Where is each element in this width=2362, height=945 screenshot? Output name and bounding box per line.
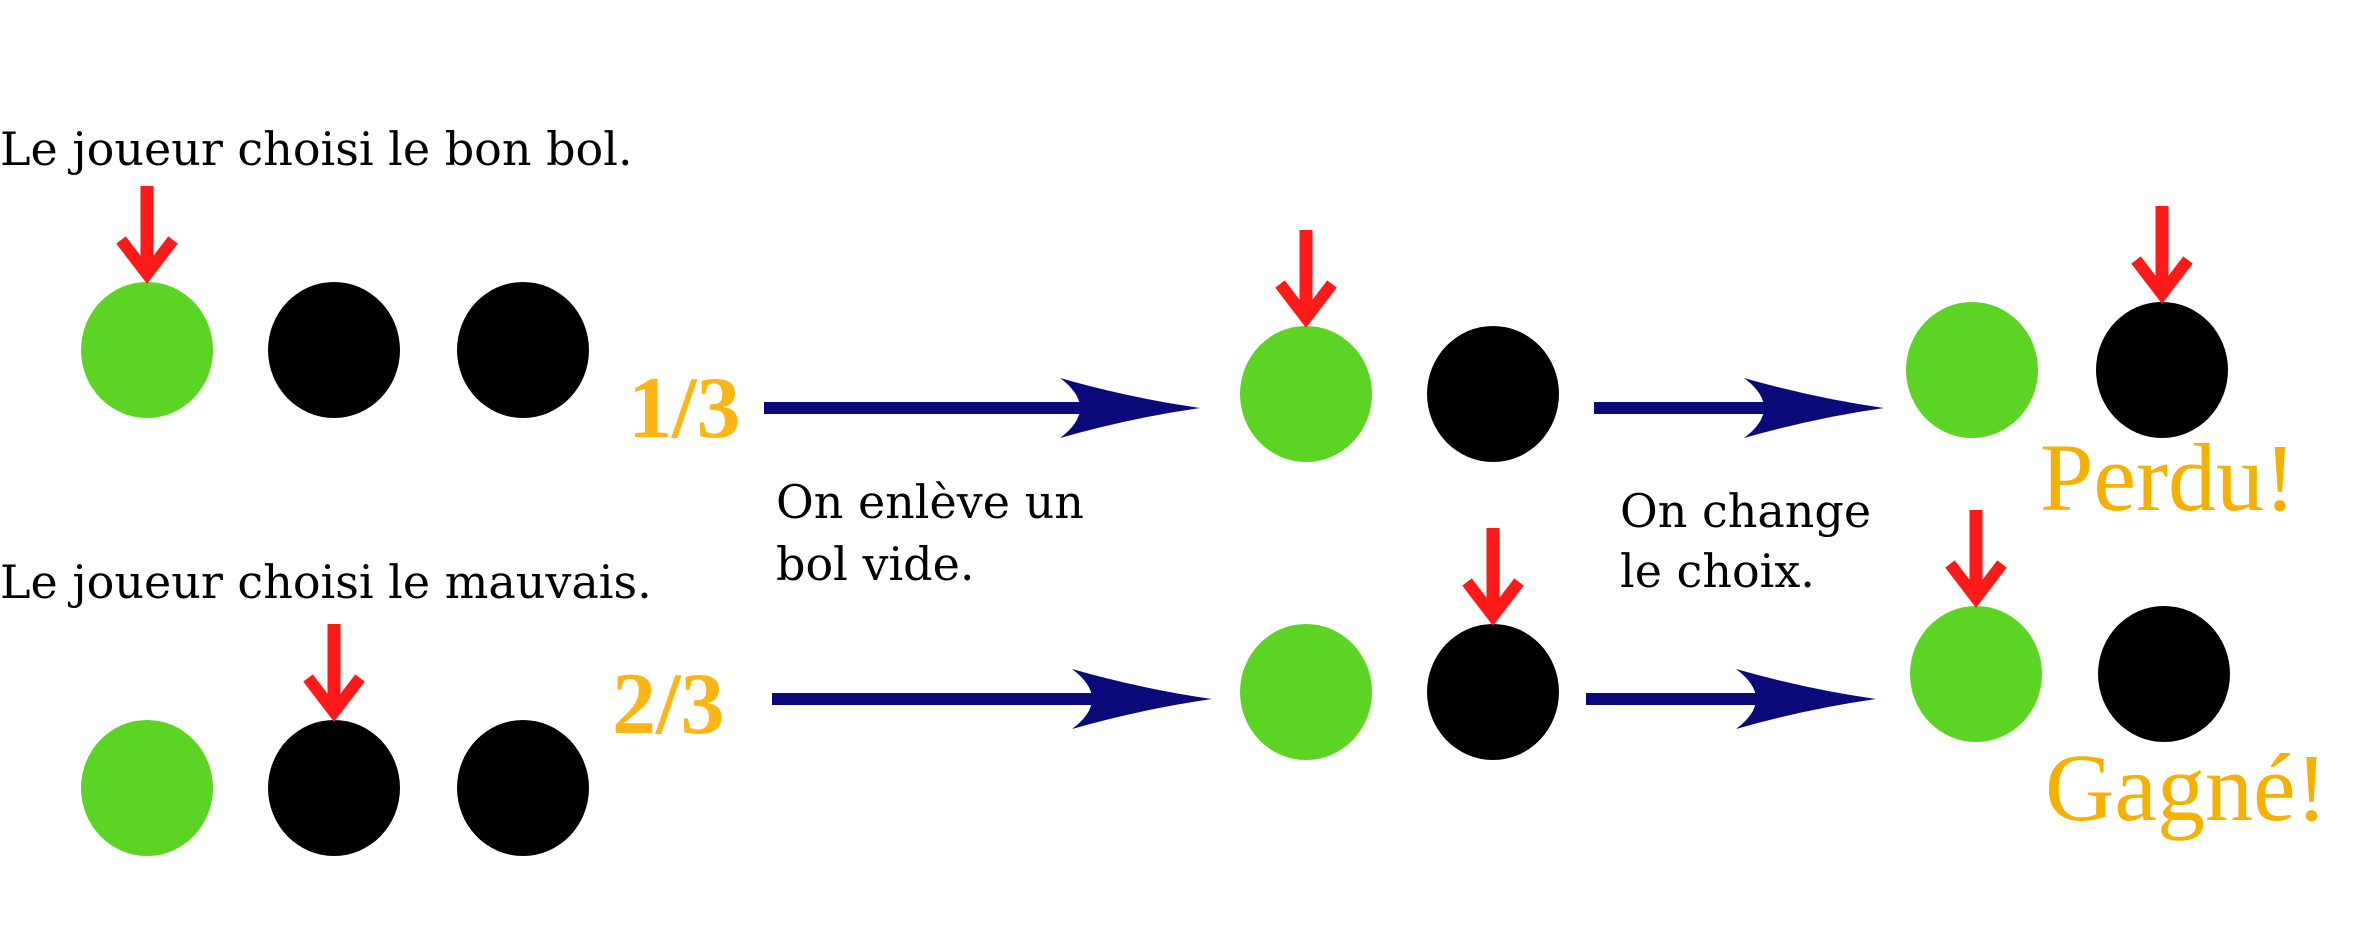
bowl-row2-after-removal-2-black — [1427, 624, 1559, 760]
row-2-switch-arrow — [1586, 669, 1876, 729]
remove-step-line-2: bol vide. — [776, 537, 974, 591]
bowl-row2-final-2-black — [2098, 606, 2230, 742]
bowl-row2-initial-3-black — [457, 720, 589, 856]
pointer-row1-final-icon — [2131, 206, 2193, 304]
bowl-row1-final-2-black — [2096, 302, 2228, 438]
bowl-row1-initial-3-black — [457, 282, 589, 418]
pointer-row2-initial-icon — [303, 624, 365, 722]
row-2-caption: Le joueur choisi le mauvais. — [0, 555, 652, 609]
row-1-remove-arrow — [764, 378, 1200, 438]
row-2-probability: 2/3 — [612, 656, 724, 753]
bowl-row2-initial-1-green — [81, 720, 213, 856]
bowl-row1-initial-1-green — [81, 282, 213, 418]
pointer-row2-final-icon — [1945, 510, 2007, 608]
row-1-result: Perdu! — [2040, 424, 2296, 531]
switch-step-line-1: On change — [1620, 484, 1871, 538]
arrows-layer — [764, 378, 1884, 729]
remove-step-line-1: On enlève un — [776, 475, 1084, 529]
bowl-row1-after-removal-2-black — [1427, 326, 1559, 462]
bowls-layer — [81, 282, 2230, 856]
row-1-switch-arrow — [1594, 378, 1884, 438]
pointers-layer — [116, 186, 2193, 722]
pointer-row1-after-removal-icon — [1275, 230, 1337, 328]
switch-step-line-2: le choix. — [1620, 544, 1815, 598]
row-2-result: Gagné! — [2045, 734, 2328, 841]
bowl-row1-after-removal-1-green — [1240, 326, 1372, 462]
bowl-row2-final-1-green — [1910, 606, 2042, 742]
bowl-row2-after-removal-1-green — [1240, 624, 1372, 760]
bowl-row2-initial-2-black — [268, 720, 400, 856]
row-1-probability: 1/3 — [628, 360, 740, 457]
bowl-row1-final-1-green — [1906, 302, 2038, 438]
row-2-remove-arrow — [772, 669, 1212, 729]
row-1-caption: Le joueur choisi le bon bol. — [0, 122, 633, 176]
pointer-row1-initial-icon — [116, 186, 178, 284]
pointer-row2-after-removal-icon — [1462, 528, 1524, 626]
bowl-row1-initial-2-black — [268, 282, 400, 418]
